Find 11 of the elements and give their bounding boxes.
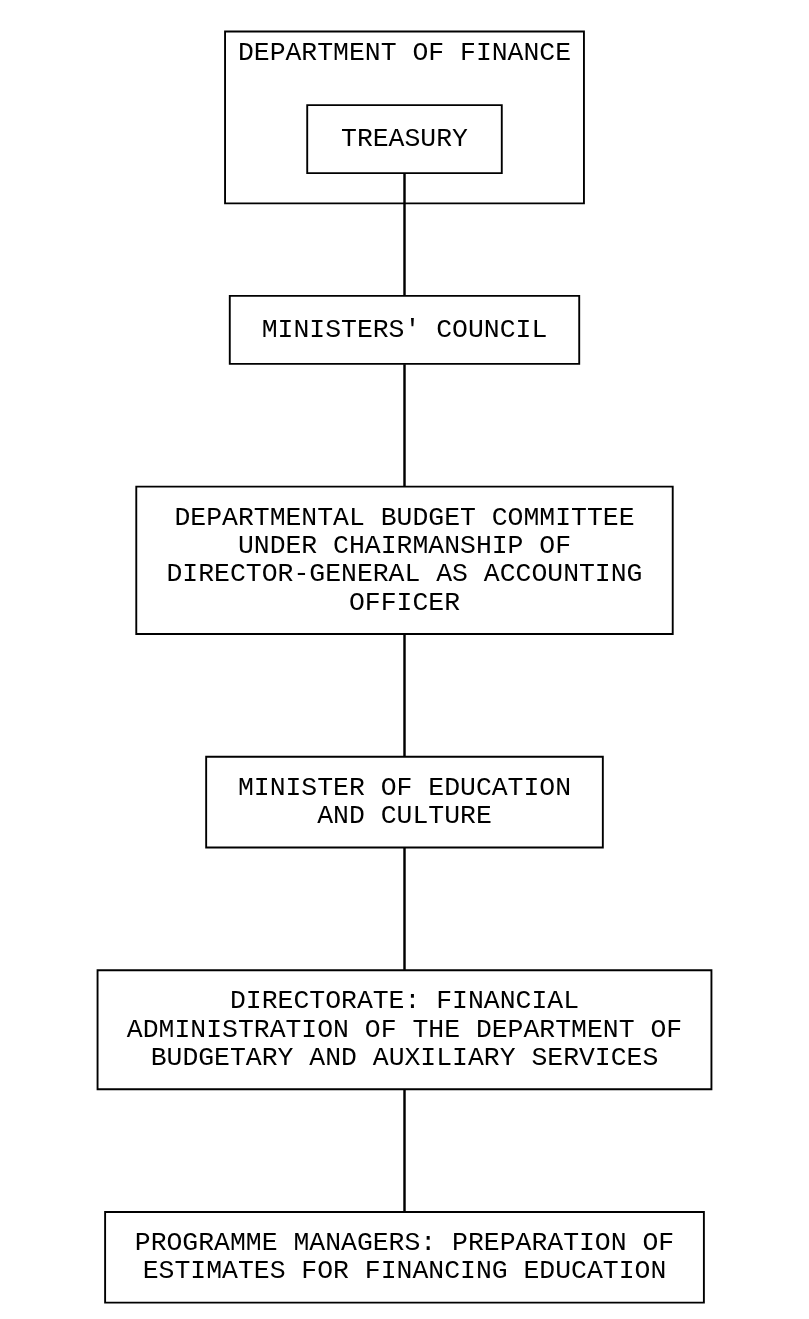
connector bbox=[403, 364, 406, 487]
node-box: TREASURY bbox=[306, 104, 503, 175]
node-box: DEPARTMENTAL BUDGET COMMITTEE UNDER CHAIRMANSHIP OF DIRECTOR-GENERAL AS ACCOUNTING OFFICER bbox=[135, 485, 674, 635]
connector bbox=[403, 1089, 406, 1212]
connector bbox=[403, 173, 406, 296]
node-box: MINISTERS' COUNCIL bbox=[228, 294, 581, 365]
node-box: DIRECTORATE: FINANCIAL ADMINISTRATION OF THE DEPARTMENT OF BUDGETARY AND AUXILIARY SERVICES bbox=[96, 969, 713, 1091]
node-box: MINISTER OF EDUCATION AND CULTURE bbox=[205, 755, 604, 849]
connector bbox=[403, 847, 406, 970]
node-box: PROGRAMME MANAGERS: PREPARATION OF ESTIMATES FOR FINANCING EDUCATION bbox=[104, 1211, 705, 1304]
connector bbox=[403, 634, 406, 757]
